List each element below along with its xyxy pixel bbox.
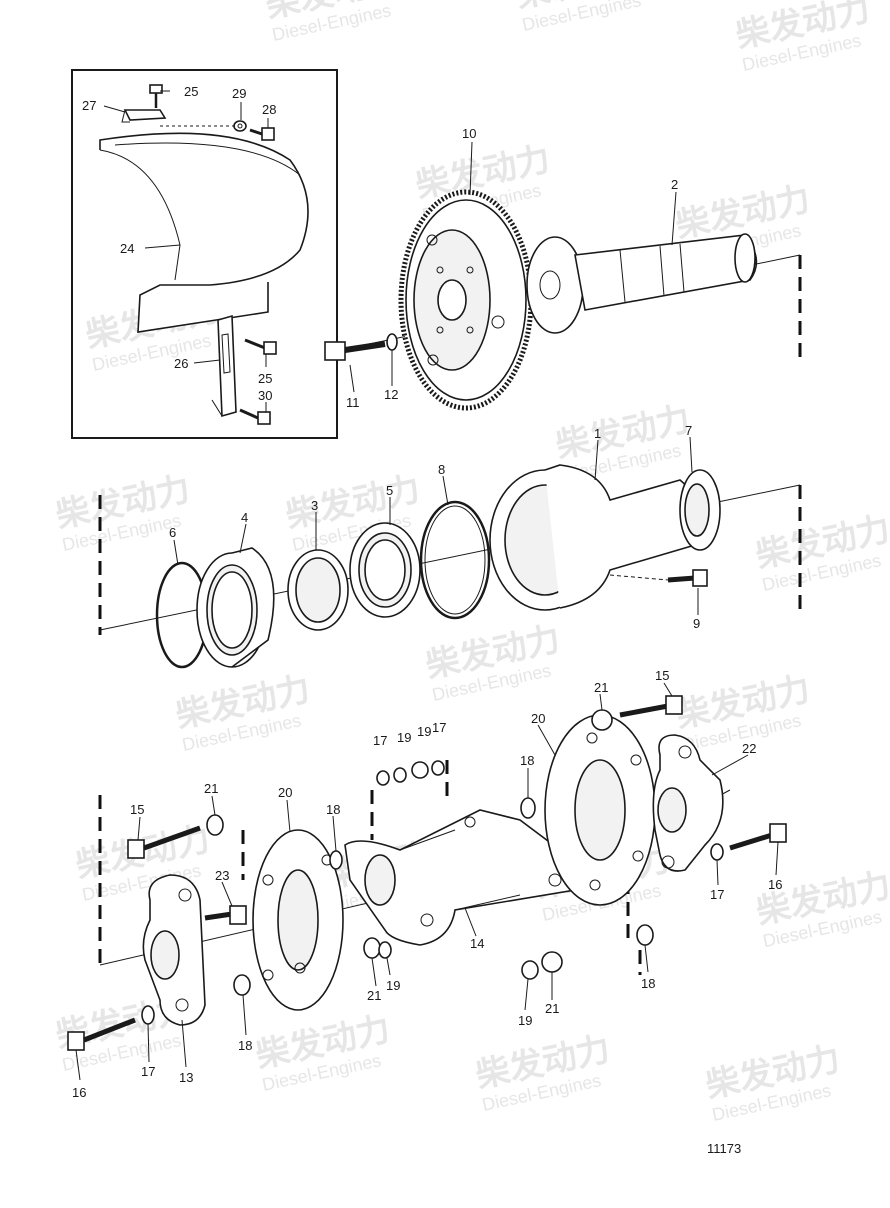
- callout-label: 16: [72, 1085, 86, 1100]
- callout-label: 12: [384, 387, 398, 402]
- callout-label: 15: [655, 668, 669, 683]
- callout-label: 27: [82, 98, 96, 113]
- callout-label: 7: [685, 423, 692, 438]
- bearing-housing-group: [98, 464, 802, 669]
- callout-labels: 27 25 29 28 24 26 25 30 10 2 11 12 1 7 8…: [72, 84, 782, 1156]
- o-ring: [419, 500, 491, 620]
- callout-label: 5: [386, 483, 393, 498]
- callout-label: 1: [594, 426, 601, 441]
- callout-label: 14: [470, 936, 484, 951]
- callout-label: 13: [179, 1070, 193, 1085]
- callout-label: 4: [241, 510, 248, 525]
- callout-label: 21: [367, 988, 381, 1003]
- callout-label: 19: [518, 1013, 532, 1028]
- callout-label: 17: [141, 1064, 155, 1079]
- callout-label: 9: [693, 616, 700, 631]
- callout-label: 25: [184, 84, 198, 99]
- callout-label: 23: [215, 868, 229, 883]
- callout-label: 25: [258, 371, 272, 386]
- callout-label: 22: [742, 741, 756, 756]
- callout-label: 21: [594, 680, 608, 695]
- callout-label: 8: [438, 462, 445, 477]
- callout-label: 24: [120, 241, 134, 256]
- callout-label: 28: [262, 102, 276, 117]
- callout-label: 2: [671, 177, 678, 192]
- callout-label: 19: [386, 978, 400, 993]
- callout-label: 16: [768, 877, 782, 892]
- callout-label: 19: [417, 724, 431, 739]
- camshaft: [574, 234, 758, 311]
- mounting-bracket-group: [67, 695, 787, 1051]
- guard-plate: [99, 132, 309, 333]
- callout-label: 17: [710, 887, 724, 902]
- guard-inset: [71, 69, 338, 439]
- callout-label: 15: [130, 802, 144, 817]
- callout-label: 17: [432, 720, 446, 735]
- callout-label: 20: [278, 785, 292, 800]
- callout-label: 21: [204, 781, 218, 796]
- callout-label: 18: [520, 753, 534, 768]
- camshaft-flange: [526, 236, 584, 334]
- drawing-number: 11173: [707, 1141, 741, 1156]
- callout-label: 18: [238, 1038, 252, 1053]
- callout-label: 18: [326, 802, 340, 817]
- callout-label: 6: [169, 525, 176, 540]
- callout-label: 29: [232, 86, 246, 101]
- callout-label: 3: [311, 498, 318, 513]
- callout-label: 20: [531, 711, 545, 726]
- callout-label: 26: [174, 356, 188, 371]
- callout-label: 10: [462, 126, 476, 141]
- support-strap: [217, 314, 237, 418]
- callout-label: 18: [641, 976, 655, 991]
- drive-gear-group: [324, 189, 802, 411]
- leader-lines: [75, 90, 779, 1081]
- callout-label: 21: [545, 1001, 559, 1016]
- callout-label: 11: [346, 395, 360, 410]
- mounting-foot-right: [652, 734, 724, 872]
- callout-label: 19: [397, 730, 411, 745]
- bracket: [123, 109, 167, 121]
- callout-label: 30: [258, 388, 272, 403]
- callout-label: 17: [373, 733, 387, 748]
